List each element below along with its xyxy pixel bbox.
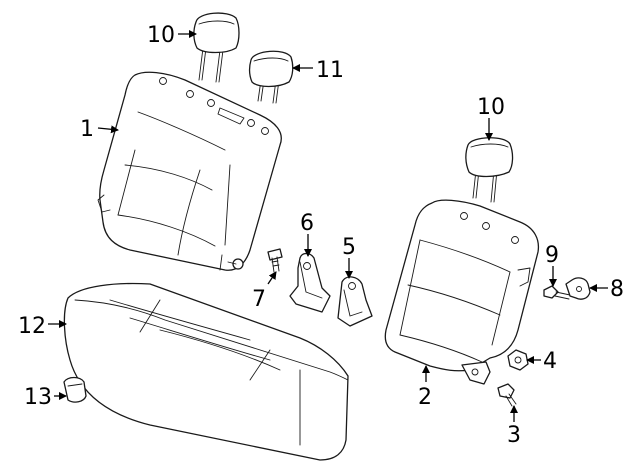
callout-7: 7 xyxy=(252,287,266,312)
callout-8: 8 xyxy=(610,277,624,302)
callout-4: 4 xyxy=(543,349,557,374)
callout-13: 13 xyxy=(24,385,52,410)
callout-6: 6 xyxy=(300,211,314,236)
bolt-7-part xyxy=(267,248,283,273)
callout-5: 5 xyxy=(342,235,356,260)
callout-2: 2 xyxy=(418,385,432,410)
callout-9: 9 xyxy=(545,243,559,268)
leader-1 xyxy=(97,125,119,134)
seat-back-left-part xyxy=(97,71,282,271)
bolt-9-part xyxy=(543,285,571,300)
headrest-left-part xyxy=(193,12,240,83)
callouts: 10 11 1 10 6 5 9 8 7 12 4 2 3 13 xyxy=(18,23,624,448)
callout-3: 3 xyxy=(507,423,521,448)
plate-8-part xyxy=(565,277,591,300)
bolt-3-part xyxy=(497,383,517,407)
seat-cushion-part xyxy=(63,282,349,461)
leader-lines xyxy=(48,30,608,422)
leader-7 xyxy=(267,271,277,285)
bracket-5-part xyxy=(337,276,373,327)
clip-13-part xyxy=(63,376,87,403)
callout-11: 11 xyxy=(316,58,344,83)
callout-10-right: 10 xyxy=(477,95,505,120)
callout-1: 1 xyxy=(80,117,94,142)
headrest-right-seat-part xyxy=(465,137,514,203)
bracket-6-part xyxy=(289,252,331,313)
seat-back-right-part xyxy=(384,199,540,385)
headrest-right-part xyxy=(248,50,294,104)
nut-4-part xyxy=(507,349,529,371)
callout-10-left: 10 xyxy=(147,23,175,48)
callout-12: 12 xyxy=(18,314,46,339)
